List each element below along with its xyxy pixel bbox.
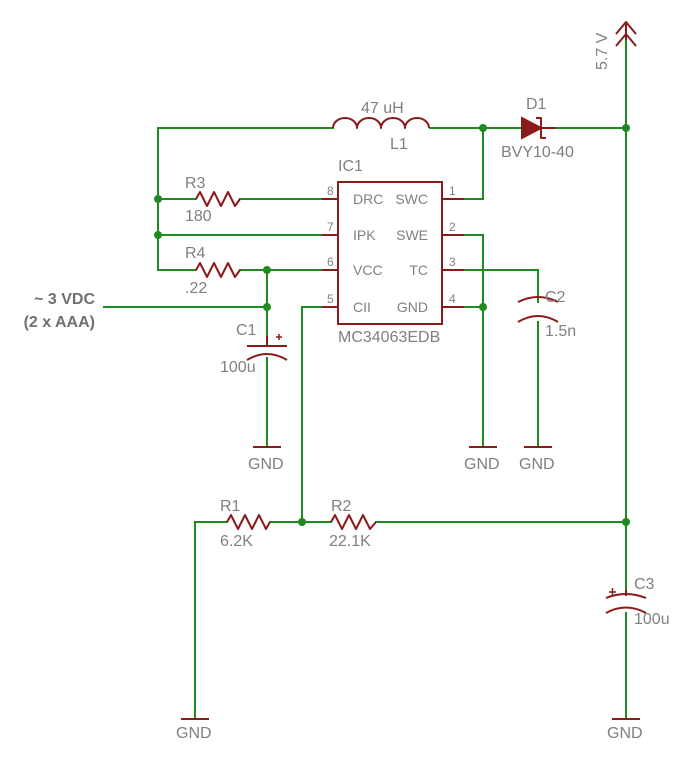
inductor-l1: 47 uH L1	[332, 100, 430, 153]
junction-dot	[263, 303, 271, 311]
l1-value: 47 uH	[361, 100, 404, 117]
r4-value: .22	[185, 280, 207, 297]
ground-c2: GND	[519, 446, 555, 473]
r2-zigzag	[330, 514, 377, 530]
input-battery-label: (2 x AAA)	[24, 314, 95, 331]
capacitor-c2: C2 1.5n	[517, 289, 576, 340]
c3-value: 100u	[634, 611, 670, 628]
resistor-r4: R4 .22	[185, 245, 241, 297]
ground-r1: GND	[176, 718, 212, 742]
c2-plate-bottom	[517, 315, 559, 323]
input-label: ~ 3 VDC (2 x AAA)	[24, 291, 96, 331]
r1-zigzag	[226, 514, 271, 530]
r2-ref: R2	[331, 498, 352, 515]
junction-dot	[298, 518, 306, 526]
pin5-feedback-wire	[301, 306, 323, 523]
c2-ref: C2	[545, 289, 566, 306]
pin8-number: 8	[327, 184, 334, 198]
r4-ref: R4	[185, 245, 206, 262]
capacitor-c3: C3 100u	[605, 576, 670, 628]
r1-value: 6.2K	[220, 533, 253, 550]
c2-value: 1.5n	[545, 323, 576, 340]
c1-plate-bottom	[246, 353, 288, 361]
ground-label: GND	[519, 456, 555, 473]
resistor-r2: R2 22.1K	[329, 498, 377, 550]
r2-value: 22.1K	[329, 533, 371, 550]
junction-dot	[622, 124, 630, 132]
d1-ref: D1	[526, 96, 547, 113]
junction-dot	[154, 195, 162, 203]
r3-zigzag	[195, 191, 241, 207]
ground-c3: GND	[607, 718, 643, 742]
c3-plate-bottom	[605, 606, 647, 614]
ground-c1: GND	[248, 446, 284, 473]
pin6-number: 6	[327, 255, 334, 269]
pin2-name: SWE	[396, 227, 428, 243]
r4-zigzag	[195, 262, 241, 278]
r3-value: 180	[185, 208, 212, 225]
pin1-wire	[463, 127, 484, 200]
pin1-name: SWC	[395, 191, 428, 207]
c3-polarity-plus	[609, 588, 616, 596]
pin5-number: 5	[327, 292, 334, 306]
pin3-name: TC	[409, 262, 428, 278]
c2-plate-top	[517, 296, 559, 303]
pin7-name: IPK	[353, 227, 376, 243]
d1-value: BVY10-40	[501, 144, 574, 161]
c1-value: 100u	[220, 359, 256, 376]
resistor-r1: R1 6.2K	[220, 498, 271, 550]
pin2-wire	[463, 234, 484, 447]
c3-ref: C3	[634, 576, 655, 593]
vout-supply-symbol: 5.7 V	[594, 21, 637, 70]
ground-label: GND	[607, 725, 643, 742]
pin1-number: 1	[449, 184, 456, 198]
ground-pin2: GND	[464, 446, 500, 473]
r1-ref: R1	[220, 498, 241, 515]
capacitor-c1: C1 100u	[220, 322, 288, 376]
c1-ref: C1	[236, 322, 257, 339]
ic-body	[337, 181, 443, 325]
pin3-wire	[463, 269, 539, 303]
r3-ref: R3	[185, 175, 206, 192]
ic-part: MC34063EDB	[338, 329, 440, 346]
l1-ref: L1	[390, 136, 408, 153]
ic-left-pins	[322, 198, 338, 308]
c1-polarity-plus	[276, 334, 282, 340]
ic-mc34063: IC1 MC34063EDB DRC IPK VCC CII SWC SWE T…	[322, 158, 464, 346]
pin4-name: GND	[397, 299, 428, 315]
input-voltage-label: ~ 3 VDC	[34, 291, 95, 308]
junctions	[154, 124, 630, 526]
pin7-number: 7	[327, 220, 334, 234]
wires	[103, 37, 627, 719]
pin8-name: DRC	[353, 191, 383, 207]
pin6-name: VCC	[353, 262, 383, 278]
pin3-number: 3	[449, 255, 456, 269]
pin4-number: 4	[449, 292, 456, 306]
inductor-coil	[332, 117, 430, 129]
pin5-name: CII	[353, 299, 371, 315]
junction-dot	[622, 518, 630, 526]
ground-label: GND	[176, 725, 212, 742]
junction-dot	[263, 266, 271, 274]
junction-dot	[479, 124, 487, 132]
resistor-r3: R3 180	[185, 175, 241, 225]
junction-dot	[479, 303, 487, 311]
ground-label: GND	[248, 456, 284, 473]
junction-dot	[154, 231, 162, 239]
diode-triangle	[521, 116, 544, 140]
ic-ref: IC1	[338, 158, 363, 175]
ic-right-pins	[442, 198, 464, 308]
pin2-number: 2	[449, 220, 456, 234]
ground-label: GND	[464, 456, 500, 473]
vout-label: 5.7 V	[594, 32, 611, 70]
diode-d1: D1 BVY10-40	[501, 96, 574, 161]
